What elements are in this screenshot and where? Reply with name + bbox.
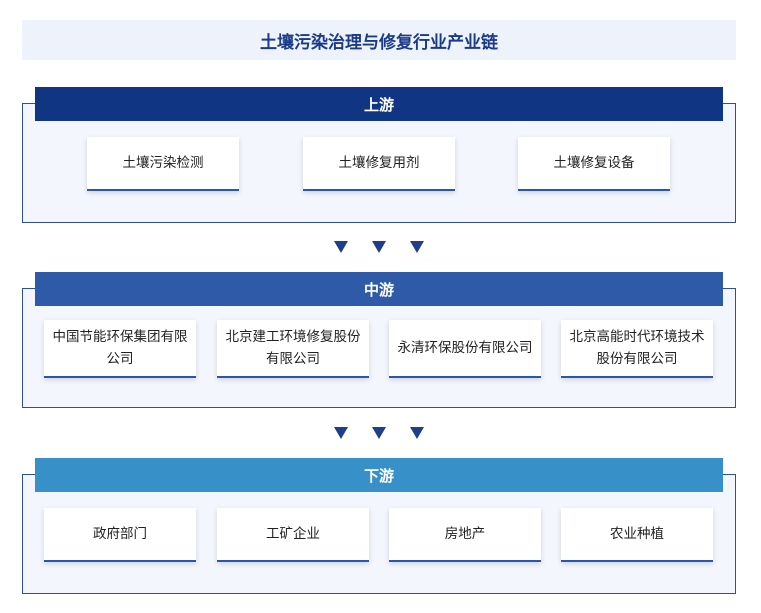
down-arrow-icon bbox=[372, 241, 386, 253]
diagram-title: 土壤污染治理与修复行业产业链 bbox=[22, 20, 736, 60]
midstream-section: 中游 中国节能环保集团有限公司 北京建工环境修复股份有限公司 永清环保股份有限公… bbox=[22, 272, 736, 408]
upstream-item: 土壤污染检测 bbox=[87, 137, 239, 191]
downstream-item: 政府部门 bbox=[44, 508, 196, 562]
midstream-item: 北京建工环境修复股份有限公司 bbox=[217, 320, 369, 378]
downstream-item: 农业种植 bbox=[561, 508, 713, 562]
downstream-section: 下游 政府部门 工矿企业 房地产 农业种植 bbox=[22, 458, 736, 594]
upstream-section: 上游 土壤污染检测 土壤修复用剂 土壤修复设备 bbox=[22, 87, 736, 223]
upstream-header: 上游 bbox=[35, 87, 723, 121]
down-arrow-icon bbox=[334, 241, 348, 253]
down-arrow-icon bbox=[410, 241, 424, 253]
down-arrow-icon bbox=[372, 427, 386, 439]
arrow-group bbox=[0, 241, 761, 261]
downstream-item: 工矿企业 bbox=[217, 508, 369, 562]
downstream-item: 房地产 bbox=[389, 508, 541, 562]
midstream-item: 永清环保股份有限公司 bbox=[389, 320, 541, 378]
midstream-header: 中游 bbox=[35, 272, 723, 306]
downstream-header: 下游 bbox=[35, 458, 723, 492]
arrow-group bbox=[0, 427, 761, 447]
upstream-item: 土壤修复用剂 bbox=[303, 137, 455, 191]
midstream-item: 北京高能时代环境技术股份有限公司 bbox=[561, 320, 713, 378]
upstream-item: 土壤修复设备 bbox=[518, 137, 670, 191]
down-arrow-icon bbox=[334, 427, 348, 439]
down-arrow-icon bbox=[410, 427, 424, 439]
midstream-item: 中国节能环保集团有限公司 bbox=[44, 320, 196, 378]
